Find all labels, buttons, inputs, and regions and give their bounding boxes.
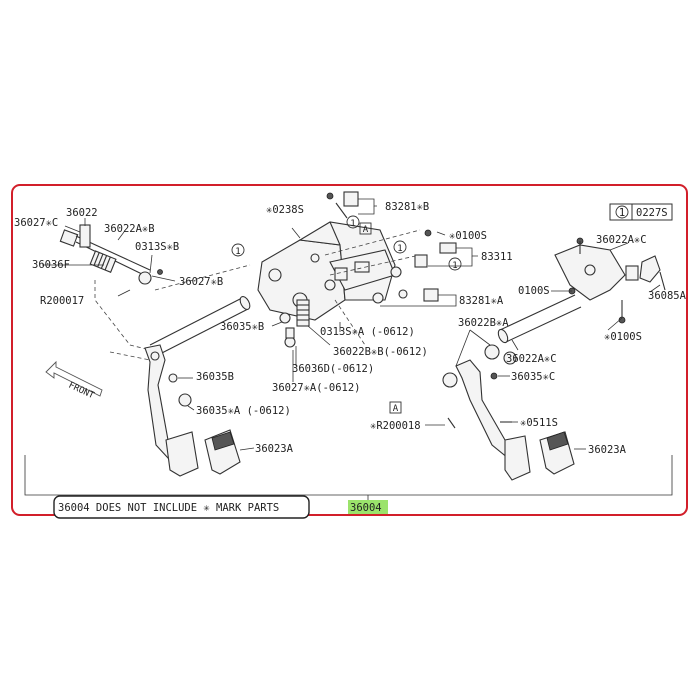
clutch-rod-assembly bbox=[59, 224, 163, 297]
label-36085a: 36085A bbox=[648, 290, 687, 302]
leader-lines bbox=[42, 198, 478, 451]
label-0100s-right: 0100S bbox=[518, 285, 550, 297]
label-36027-a: 36027✳A(-0612) bbox=[272, 382, 361, 394]
label-36035-b-upper: 36035✳B bbox=[220, 321, 264, 333]
label-0100s-top: ✳0100S bbox=[449, 230, 487, 242]
guide-dashed-left bbox=[94, 280, 151, 351]
revision-code: 0227S bbox=[636, 207, 668, 219]
callout-circle bbox=[615, 205, 629, 219]
marker-a-bottom: A bbox=[389, 401, 402, 414]
front-arrow: FRONT bbox=[45, 360, 103, 402]
clutch-pedal-shaft bbox=[149, 295, 251, 357]
marker-a-top: A bbox=[359, 222, 372, 235]
guide-dashed-center3 bbox=[334, 299, 366, 346]
brake-bracket bbox=[554, 237, 666, 324]
guide-dashed-left3 bbox=[109, 351, 151, 361]
label-r200018: ✳R200018 bbox=[370, 420, 421, 432]
front-label: FRONT bbox=[67, 381, 96, 402]
brake-pedal-pad bbox=[539, 431, 575, 475]
assembly-number: 36004 bbox=[350, 502, 382, 514]
label-36022b-b: 36022B✳B(-0612) bbox=[333, 346, 428, 358]
label-36022a-b: 36022A✳B bbox=[104, 223, 155, 235]
label-36022a-c-right: 36022A✳C bbox=[596, 234, 647, 246]
label-83281-a: 83281✳A bbox=[459, 295, 504, 307]
pedal-bracket bbox=[257, 221, 396, 321]
label-36035-c: 36035✳C bbox=[511, 371, 555, 383]
label-83281-b: 83281✳B bbox=[385, 201, 429, 213]
note-box: 36004 DOES NOT INCLUDE ✳ MARK PARTS bbox=[53, 495, 310, 519]
label-0511s: ✳0511S bbox=[520, 417, 558, 429]
label-36023a-right: 36023A bbox=[588, 444, 627, 456]
label-36023a-left: 36023A bbox=[255, 443, 294, 455]
label-36036f: 36036F bbox=[32, 259, 70, 271]
label-83311: 83311 bbox=[481, 251, 513, 263]
label-0313s-a: 0313S✳A (-0612) bbox=[320, 326, 415, 338]
clutch-pedal-pad bbox=[204, 429, 241, 475]
brake-switches bbox=[326, 191, 457, 304]
label-0238s: ✳0238S bbox=[266, 204, 304, 216]
svg-text:A: A bbox=[393, 404, 399, 414]
guide-dashed-center bbox=[324, 229, 421, 256]
svg-text:1: 1 bbox=[235, 247, 240, 257]
label-r200017: R200017 bbox=[40, 295, 84, 307]
assembly-bracket bbox=[24, 455, 673, 496]
return-springs bbox=[279, 299, 310, 348]
leader-lines-right bbox=[425, 242, 661, 450]
brake-pedal bbox=[442, 344, 531, 481]
label-0313s-b: 0313S✳B bbox=[135, 241, 179, 253]
label-36027-c: 36027✳C bbox=[14, 217, 58, 229]
guide-dashed-left2 bbox=[154, 264, 251, 291]
label-0100s-right2: ✳0100S bbox=[604, 331, 642, 343]
svg-text:A: A bbox=[363, 225, 369, 235]
label-36022: 36022 bbox=[66, 207, 98, 219]
part-labels: 36027✳C 36022 36022A✳B 0313S✳B 36036F 36… bbox=[14, 201, 687, 456]
callout-number: 1 bbox=[619, 207, 625, 219]
label-36022b-a: 36022B✳A bbox=[458, 317, 509, 329]
label-36027-b: 36027✳B bbox=[179, 276, 223, 288]
assembly-number-tag: 36004 bbox=[348, 500, 388, 514]
revision-box: 1 0227S bbox=[609, 203, 673, 221]
svg-text:1: 1 bbox=[350, 219, 355, 229]
clutch-pedal bbox=[144, 344, 199, 477]
label-36036d: 36036D(-0612) bbox=[292, 363, 374, 375]
assembly-frame bbox=[11, 184, 688, 516]
label-36035b: 36035B bbox=[196, 371, 234, 383]
guide-dashed-center2 bbox=[329, 254, 421, 276]
label-36022a-c-mid: 36022A✳C bbox=[506, 353, 557, 365]
brake-shaft bbox=[497, 294, 582, 344]
svg-text:1: 1 bbox=[397, 244, 402, 254]
label-36035-a: 36035✳A (-0612) bbox=[196, 405, 291, 417]
note-text: 36004 DOES NOT INCLUDE ✳ MARK PARTS bbox=[58, 502, 279, 514]
